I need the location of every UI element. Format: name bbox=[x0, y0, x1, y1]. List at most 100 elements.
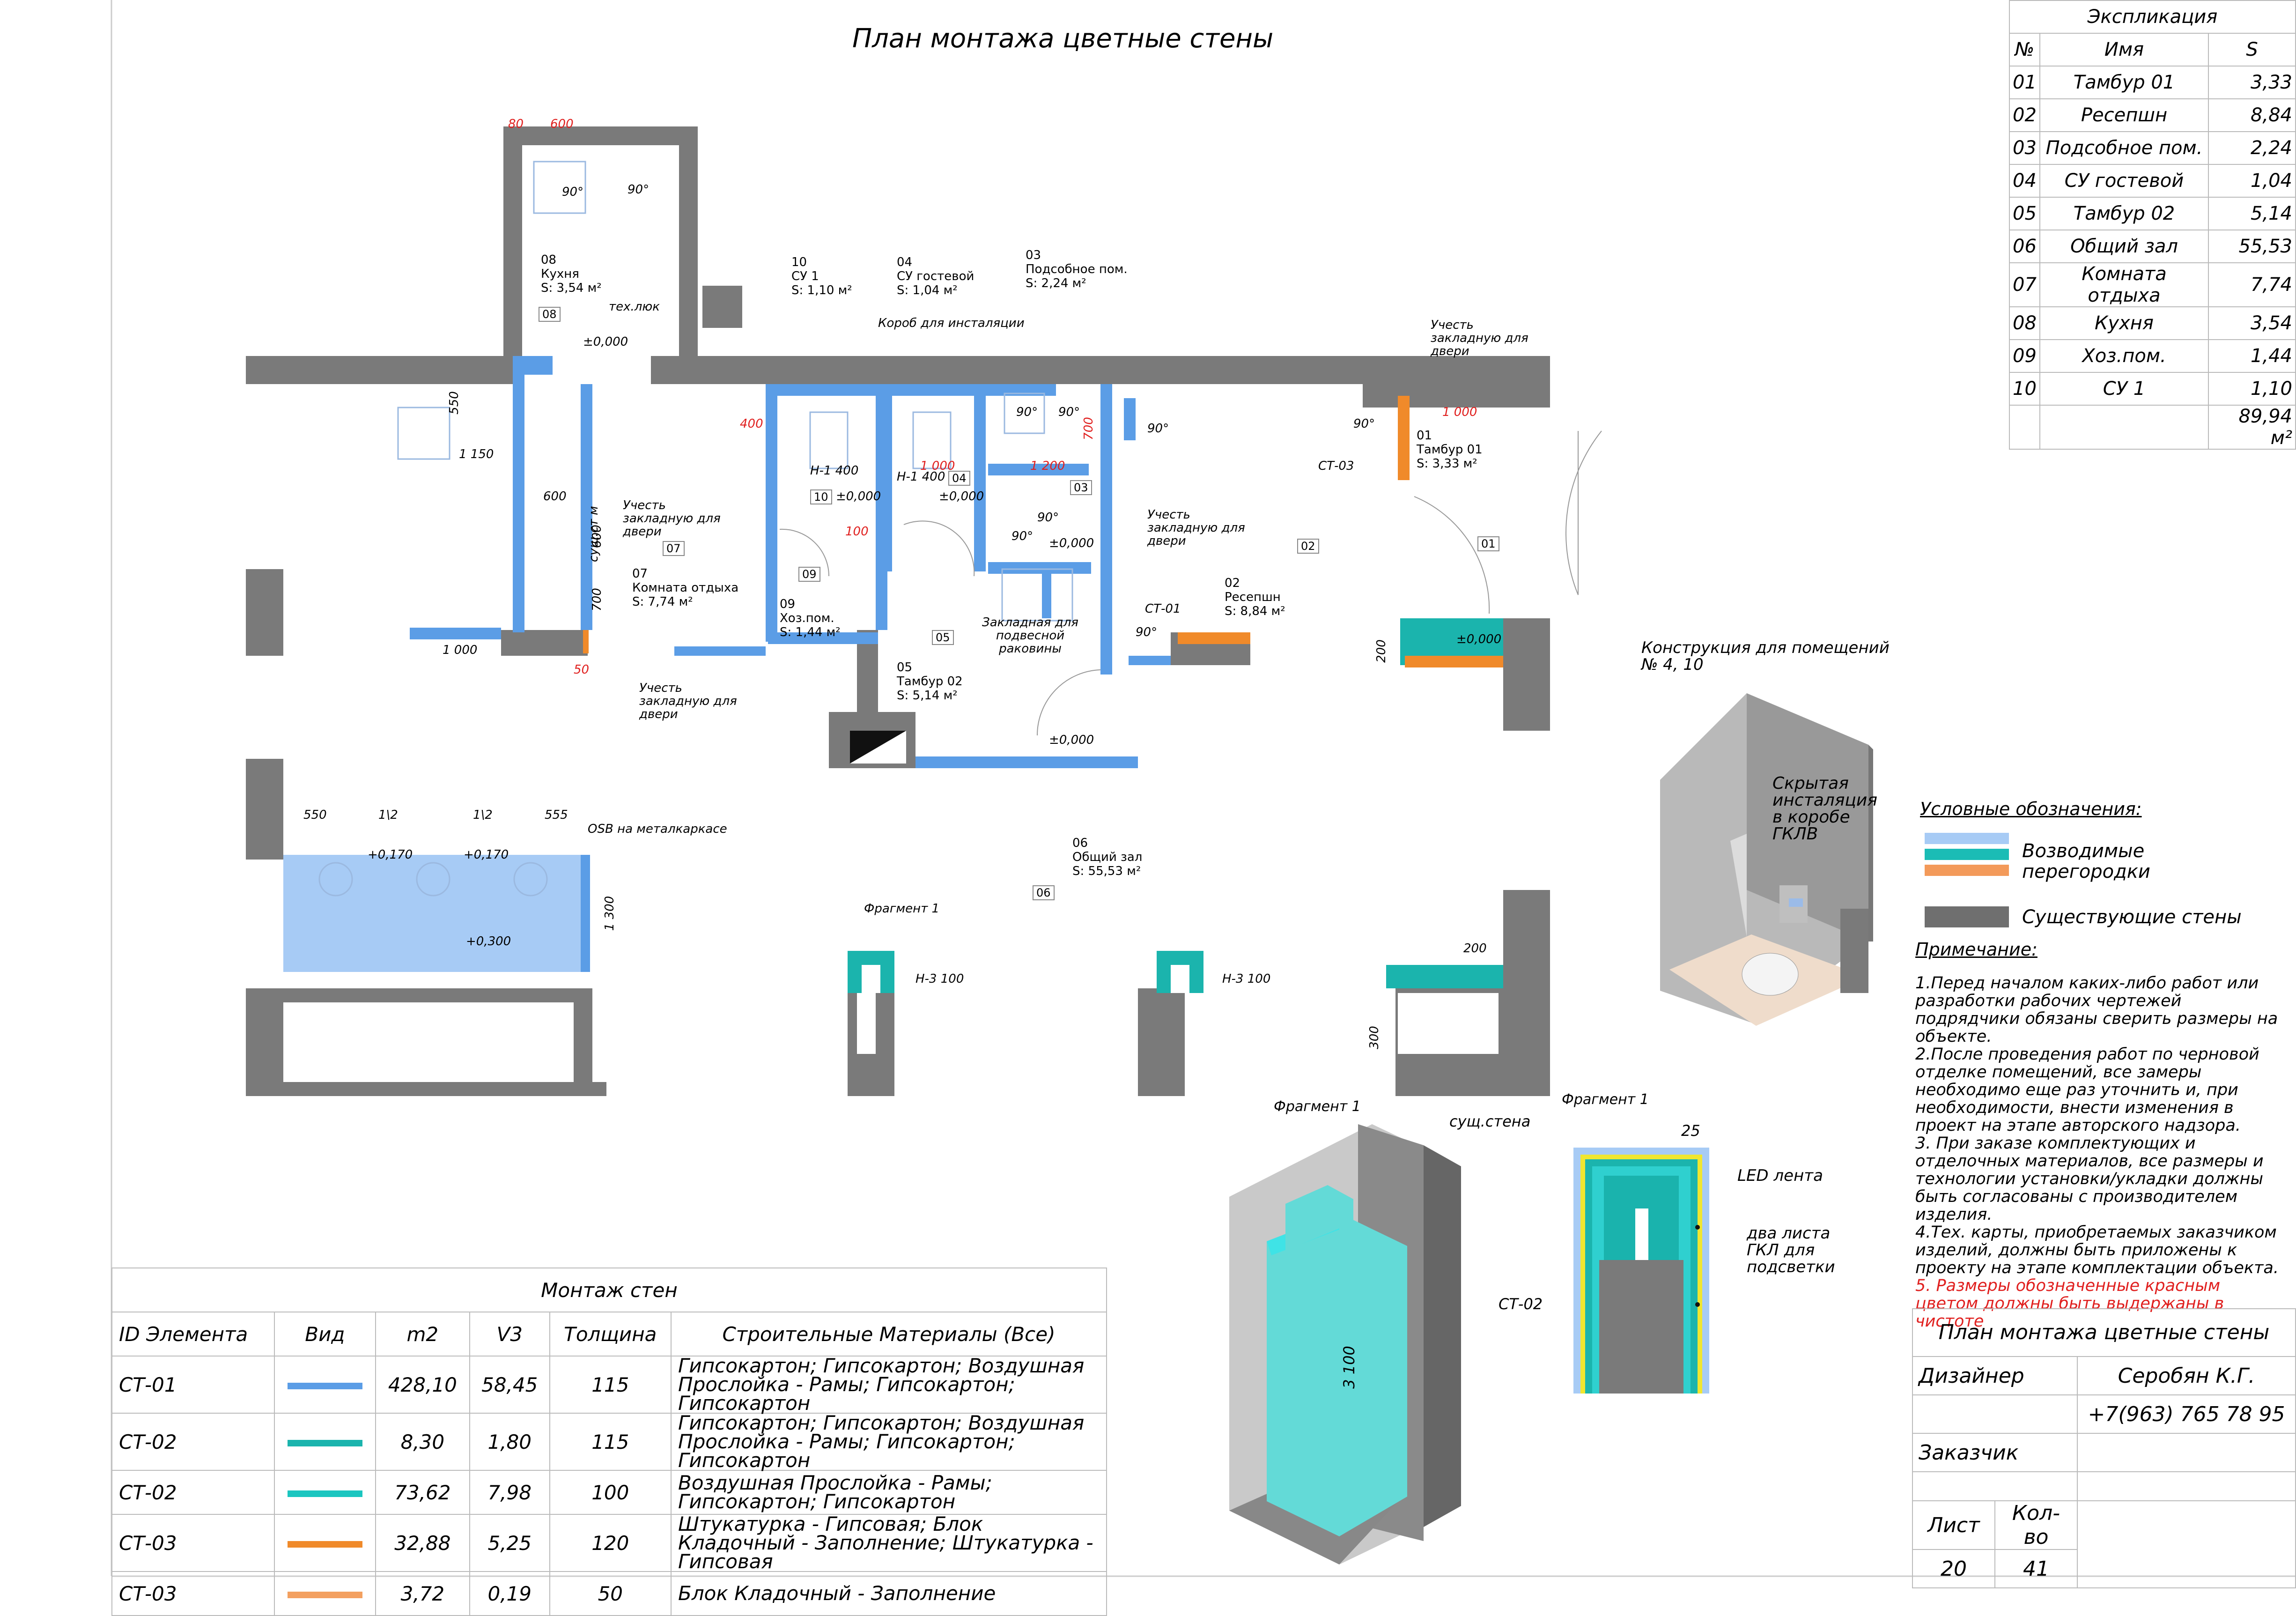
dim-600-b: 600 bbox=[543, 489, 567, 504]
walls-thickness: 100 bbox=[549, 1470, 672, 1515]
explication-area: 5,14 bbox=[2208, 197, 2296, 230]
explication-area: 2,24 bbox=[2208, 131, 2296, 165]
explication-area: 7,74 bbox=[2208, 262, 2296, 307]
dim-555: 555 bbox=[545, 808, 568, 822]
explication-header-name: Имя bbox=[2039, 33, 2209, 67]
h1400-label-1: Н-1 400 bbox=[810, 464, 859, 478]
angle-kitchen-2: 90° bbox=[628, 183, 650, 197]
room-tag-10: 10 bbox=[810, 489, 832, 504]
explication-header-num: № bbox=[2009, 33, 2040, 67]
sheet-number: 20 bbox=[1912, 1549, 1995, 1588]
explication-name: СУ гостевой bbox=[2039, 164, 2209, 198]
fragment-led-label: LED лента bbox=[1737, 1166, 1823, 1185]
walls-v3: 0,19 bbox=[469, 1571, 550, 1616]
dim-700-red: 700 bbox=[1081, 417, 1096, 440]
h3100-label-2: Н-3 100 bbox=[1222, 972, 1271, 986]
room-tag-01: 01 bbox=[1477, 536, 1499, 551]
walls-header-m2: m2 bbox=[375, 1312, 470, 1357]
walls-m2: 73,62 bbox=[375, 1470, 470, 1515]
level-170-2: +0,170 bbox=[464, 848, 509, 862]
dim-600-vert: 600 bbox=[590, 525, 604, 548]
walls-header-id: ID Элемента bbox=[111, 1312, 275, 1357]
explication-area: 3,54 bbox=[2208, 306, 2296, 340]
note-3: 3. При заказе комплектующих и отделочных… bbox=[1915, 1134, 2264, 1224]
partitions-ct03 bbox=[583, 396, 1503, 667]
walls-type-swatch bbox=[273, 1470, 376, 1515]
h3100-label-1: Н-3 100 bbox=[915, 972, 964, 986]
walls-m2: 32,88 bbox=[375, 1514, 470, 1572]
drawing-title: План монтажа цветные стены bbox=[852, 23, 1274, 54]
walls-m2: 428,10 bbox=[375, 1356, 470, 1414]
dim-700-vert: 700 bbox=[590, 588, 604, 611]
explication-num: 02 bbox=[2009, 98, 2040, 132]
angle-storage-2: 90° bbox=[1058, 405, 1080, 419]
dim-300: 300 bbox=[1367, 1026, 1381, 1049]
walls-table-title: Монтаж стен bbox=[111, 1268, 1107, 1312]
level-kitchen: ±0,000 bbox=[583, 335, 628, 349]
explication-num: 05 bbox=[2009, 197, 2040, 230]
fragment-d25-label: 25 bbox=[1681, 1122, 1700, 1140]
explication-num: 03 bbox=[2009, 131, 2040, 165]
explication-area: 3,33 bbox=[2208, 66, 2296, 99]
dim-50: 50 bbox=[574, 663, 590, 677]
dim-1200: 1 200 bbox=[1030, 459, 1065, 473]
explication-name: Тамбур 01 bbox=[2039, 66, 2209, 99]
explication-header-area: S bbox=[2208, 33, 2296, 67]
door-mortgage-label-1: Учесть закладную для двери bbox=[1431, 318, 1528, 358]
explication-area: 1,04 bbox=[2208, 164, 2296, 198]
walls-v3: 58,45 bbox=[469, 1356, 550, 1414]
note-2: 2.После проведения работ по черновой отд… bbox=[1915, 1045, 2259, 1135]
walls-id: СТ-03 bbox=[111, 1571, 275, 1616]
angle-storage-5: 90° bbox=[1011, 529, 1034, 543]
door-mortgage-label-4: Учесть закладную для двери bbox=[639, 681, 737, 721]
wall-type-line bbox=[287, 1383, 362, 1389]
dim-1-2-a: 1\2 bbox=[378, 808, 398, 822]
fragment-title: Фрагмент 1 bbox=[1562, 1091, 1649, 1108]
wall-type-line bbox=[287, 1440, 362, 1446]
dim-1-2-b: 1\2 bbox=[473, 808, 493, 822]
ct01-label: СТ-01 bbox=[1145, 602, 1181, 616]
fragment-label-below: Фрагмент 1 bbox=[1274, 1098, 1361, 1115]
dim-200-b: 200 bbox=[1463, 941, 1487, 956]
fragment-gkl-label: два листа ГКЛ для подсветки bbox=[1747, 1224, 1835, 1276]
angle-storage-3: 90° bbox=[1147, 422, 1169, 436]
osb-label: OSB на металкаркасе bbox=[588, 822, 727, 836]
explication-name: Тамбур 02 bbox=[2039, 197, 2209, 230]
level-170-1: +0,170 bbox=[368, 848, 413, 862]
legend-swatch-teal bbox=[1925, 849, 2009, 860]
note-1: 1.Перед началом каких-либо работ или раз… bbox=[1915, 974, 2278, 1046]
walls-materials: Блок Кладочный - Заполнение bbox=[671, 1571, 1107, 1616]
room-tag-05: 05 bbox=[932, 630, 954, 645]
walls-thickness: 115 bbox=[549, 1356, 672, 1414]
explication-name: Подсобное пом. bbox=[2039, 131, 2209, 165]
sheet-count: 41 bbox=[1994, 1549, 2078, 1588]
level-su1: ±0,000 bbox=[836, 489, 881, 504]
walls-header-thickness: Толщина bbox=[549, 1312, 672, 1357]
dim-1000-right: 1 000 bbox=[1442, 405, 1477, 419]
explication-num: 04 bbox=[2009, 164, 2040, 198]
explication-num: 07 bbox=[2009, 262, 2040, 307]
fragment-exist-wall-label: сущ.стена bbox=[1449, 1112, 1531, 1130]
walls-m2: 8,30 bbox=[375, 1413, 470, 1471]
explication-area: 55,53 bbox=[2208, 230, 2296, 263]
room-tag-02: 02 bbox=[1297, 539, 1319, 554]
